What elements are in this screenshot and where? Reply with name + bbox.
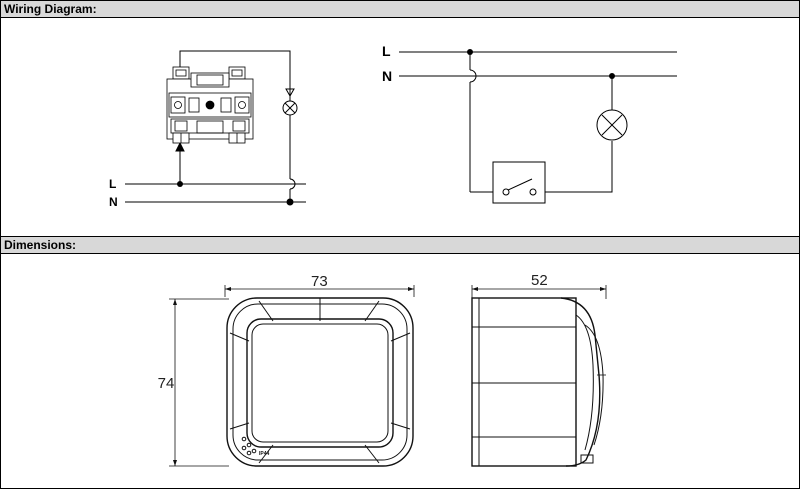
left-n-label: N: [109, 195, 118, 209]
right-l-label: L: [382, 43, 391, 59]
left-l-label: L: [109, 177, 116, 191]
dimensions-header: Dimensions:: [1, 236, 799, 254]
front-height-value: 74: [158, 375, 175, 392]
wiring-diagram-panel: L N: [1, 19, 799, 235]
right-schematic: [399, 51, 677, 204]
front-rocker: [246, 318, 394, 448]
front-outer-shell: [226, 297, 414, 467]
left-arrow: [175, 141, 185, 152]
side-view: [471, 285, 607, 467]
right-jump-arc: [469, 69, 477, 83]
left-wiring-diagram: [125, 50, 306, 203]
front-rating-mark: IP44: [259, 451, 270, 457]
side-back-box: [471, 297, 577, 467]
left-terminal-mark: [285, 88, 295, 98]
front-width-value: 73: [311, 273, 328, 290]
left-jump-arc: [289, 178, 296, 190]
right-l-junction: [467, 49, 473, 55]
side-depth-value: 52: [531, 272, 548, 289]
dimensions-panel: IP44 73 74: [1, 255, 799, 488]
front-view: [169, 285, 415, 467]
right-switch-box: [492, 161, 546, 204]
dimension-drawings: IP44 73 74: [158, 272, 607, 467]
switch-mechanism: [166, 66, 254, 144]
left-n-junction: [286, 198, 294, 206]
right-n-junction: [609, 73, 615, 79]
side-cover-profile: [560, 297, 601, 467]
right-n-label: N: [382, 68, 392, 84]
wiring-diagram-header: Wiring Diagram:: [1, 1, 799, 18]
left-l-junction: [177, 181, 183, 187]
wiring-diagram: L N: [109, 43, 677, 209]
